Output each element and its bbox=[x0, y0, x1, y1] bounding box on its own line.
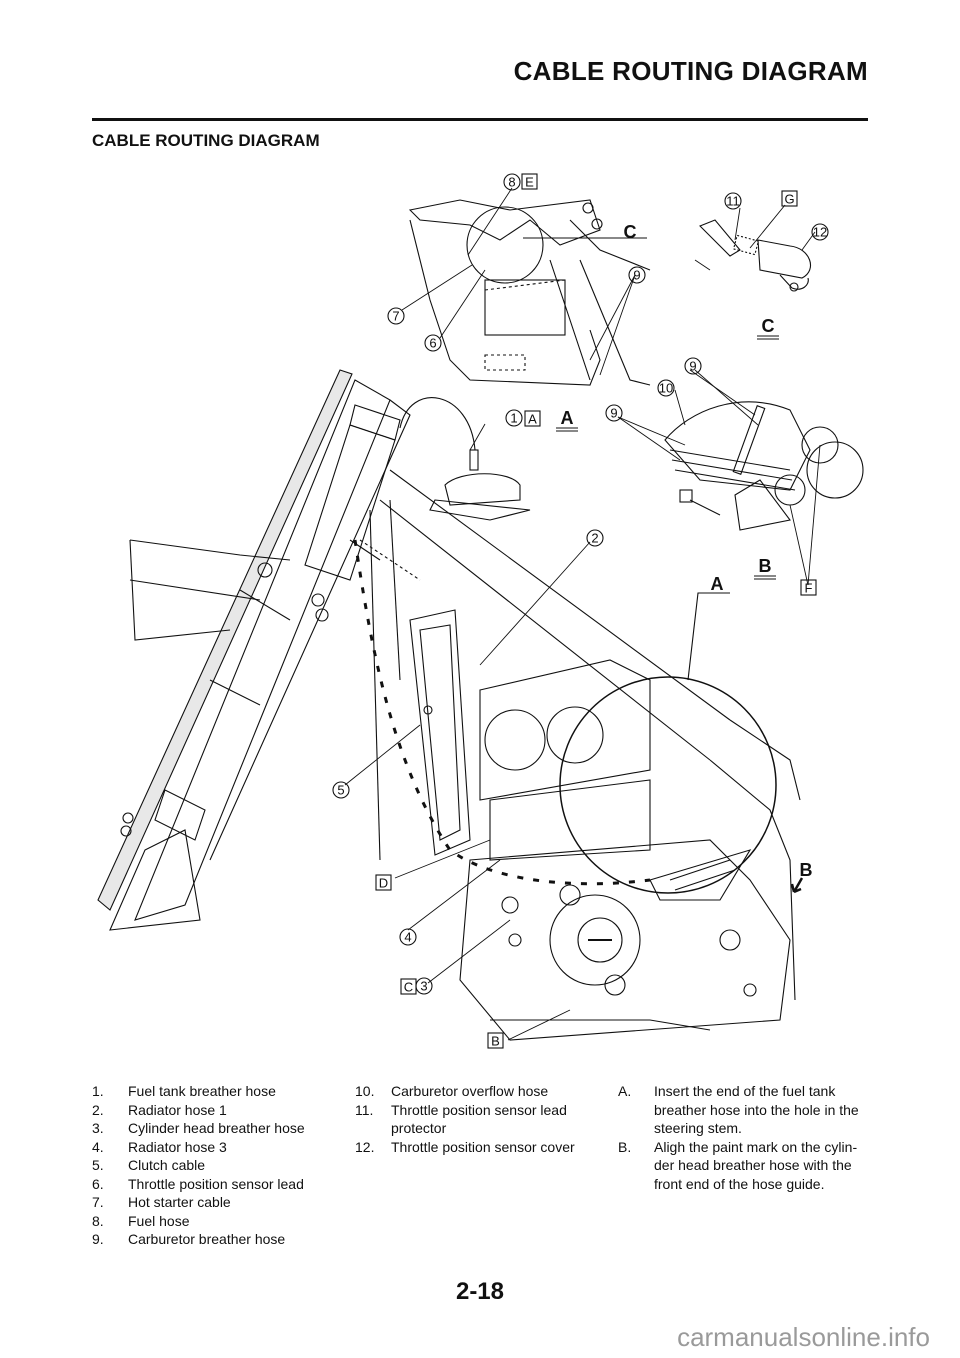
radiator-illustration bbox=[409, 609, 471, 856]
page-header-title: CABLE ROUTING DIAGRAM bbox=[513, 56, 868, 86]
svg-text:8: 8 bbox=[508, 175, 515, 190]
view-label-a-circle: A bbox=[711, 574, 724, 594]
callout-9a: 9 bbox=[628, 266, 646, 284]
carburetor-detail-illustration bbox=[408, 199, 651, 386]
header-rule bbox=[92, 118, 868, 121]
frame-illustration bbox=[349, 469, 801, 1001]
legend-item: 4.Radiator hose 3 bbox=[92, 1138, 227, 1155]
arrow-b-icon bbox=[790, 877, 804, 894]
steering-head-illustration bbox=[129, 404, 401, 641]
watermark: carmanualsonline.info bbox=[677, 1322, 930, 1352]
detail-circle-a bbox=[559, 676, 777, 894]
letter-callout-e: E bbox=[521, 173, 538, 190]
legend-column-2: 10.Carburetor overflow hose 11.Throttle … bbox=[355, 1082, 595, 1156]
svg-text:5: 5 bbox=[337, 783, 344, 798]
note-item: A.Insert the end of the fuel tank breath… bbox=[618, 1083, 859, 1136]
svg-text:12: 12 bbox=[813, 225, 827, 240]
breather-hose-detail-illustration bbox=[664, 401, 864, 531]
legend-item: 8.Fuel hose bbox=[92, 1212, 190, 1229]
callout-2: 2 bbox=[586, 529, 604, 547]
view-label-c-circle: C bbox=[624, 222, 637, 242]
svg-text:A: A bbox=[528, 412, 537, 427]
callout-3: 3 bbox=[415, 977, 433, 995]
clutch-cable-route bbox=[353, 539, 651, 886]
callout-6: 6 bbox=[424, 334, 442, 352]
fuel-tank-breather-hose bbox=[399, 397, 531, 521]
svg-text:11: 11 bbox=[726, 194, 740, 209]
svg-text:B: B bbox=[800, 860, 813, 880]
callout-8: 8 bbox=[503, 173, 521, 191]
front-fork-illustration bbox=[97, 369, 411, 931]
svg-text:C: C bbox=[404, 980, 413, 995]
view-label-c-detail: C bbox=[757, 316, 779, 340]
letter-callout-a: A bbox=[524, 410, 541, 427]
legend-item: 11.Throttle position sensor lead protect… bbox=[355, 1101, 567, 1137]
callout-4: 4 bbox=[399, 928, 417, 946]
callout-9c: 9 bbox=[605, 404, 623, 422]
legend-item: 10.Carburetor overflow hose bbox=[355, 1083, 549, 1099]
callout-10: 10 bbox=[657, 379, 675, 397]
svg-text:9: 9 bbox=[610, 406, 617, 421]
letter-callout-g: G bbox=[781, 190, 798, 207]
view-label-b-detail: B bbox=[754, 556, 776, 580]
view-label-b-arrow: B bbox=[800, 860, 813, 880]
svg-text:C: C bbox=[762, 316, 775, 336]
legend-column-1: 1.Fuel tank breather hose 2.Radiator hos… bbox=[92, 1082, 332, 1249]
callout-7: 7 bbox=[387, 307, 405, 325]
page-number: 2-18 bbox=[455, 1278, 505, 1305]
throttle-sensor-detail-illustration bbox=[699, 219, 812, 292]
view-label-a-detail: A bbox=[556, 408, 578, 432]
callout-1: 1 bbox=[505, 409, 523, 427]
svg-text:B: B bbox=[491, 1034, 500, 1049]
letter-callout-b: B bbox=[487, 1032, 504, 1049]
letter-callout-d: D bbox=[375, 874, 392, 891]
svg-text:3: 3 bbox=[420, 979, 427, 994]
callout-5: 5 bbox=[332, 781, 350, 799]
svg-text:B: B bbox=[759, 556, 772, 576]
legend-item: 7.Hot starter cable bbox=[92, 1194, 231, 1210]
section-title: CABLE ROUTING DIAGRAM bbox=[92, 131, 320, 150]
legend-item: 6.Throttle position sensor lead bbox=[92, 1175, 304, 1192]
legend-item: 12.Throttle position sensor cover bbox=[355, 1138, 575, 1155]
svg-text:C: C bbox=[624, 222, 637, 242]
svg-text:A: A bbox=[561, 408, 574, 428]
svg-text:F: F bbox=[805, 581, 813, 596]
legend-column-3: A.Insert the end of the fuel tank breath… bbox=[618, 1082, 868, 1193]
svg-text:A: A bbox=[711, 574, 724, 594]
svg-text:9: 9 bbox=[689, 359, 696, 374]
svg-text:D: D bbox=[379, 876, 388, 891]
engine-illustration bbox=[459, 659, 791, 1041]
legend-item: 9.Carburetor breather hose bbox=[92, 1231, 286, 1247]
callout-9b: 9 bbox=[684, 357, 702, 375]
svg-text:G: G bbox=[784, 192, 794, 207]
svg-text:2: 2 bbox=[591, 531, 598, 546]
callout-12: 12 bbox=[811, 223, 829, 241]
svg-text:6: 6 bbox=[429, 336, 436, 351]
letter-callout-c: C bbox=[400, 978, 417, 995]
svg-text:E: E bbox=[525, 175, 534, 190]
cable-routing-diagram: 8 7 6 9 11 12 9 10 9 1 2 5 4 3 E G A F D… bbox=[90, 160, 880, 1070]
legend-item: 1.Fuel tank breather hose bbox=[92, 1083, 276, 1099]
svg-text:1: 1 bbox=[510, 411, 517, 426]
callout-11: 11 bbox=[724, 192, 742, 210]
svg-text:9: 9 bbox=[633, 268, 640, 283]
legend-item: 3.Cylinder head breather hose bbox=[92, 1120, 305, 1136]
detail-circle-a-leader bbox=[687, 592, 730, 681]
legend-item: 2.Radiator hose 1 bbox=[92, 1101, 227, 1118]
leader-lines bbox=[344, 187, 821, 1041]
letter-callout-f: F bbox=[800, 579, 817, 596]
note-item: B.Aligh the paint mark on the cylin-der … bbox=[618, 1138, 858, 1192]
svg-text:4: 4 bbox=[404, 930, 411, 945]
svg-text:7: 7 bbox=[392, 309, 399, 324]
svg-text:10: 10 bbox=[659, 381, 673, 396]
legend-item: 5.Clutch cable bbox=[92, 1157, 206, 1173]
